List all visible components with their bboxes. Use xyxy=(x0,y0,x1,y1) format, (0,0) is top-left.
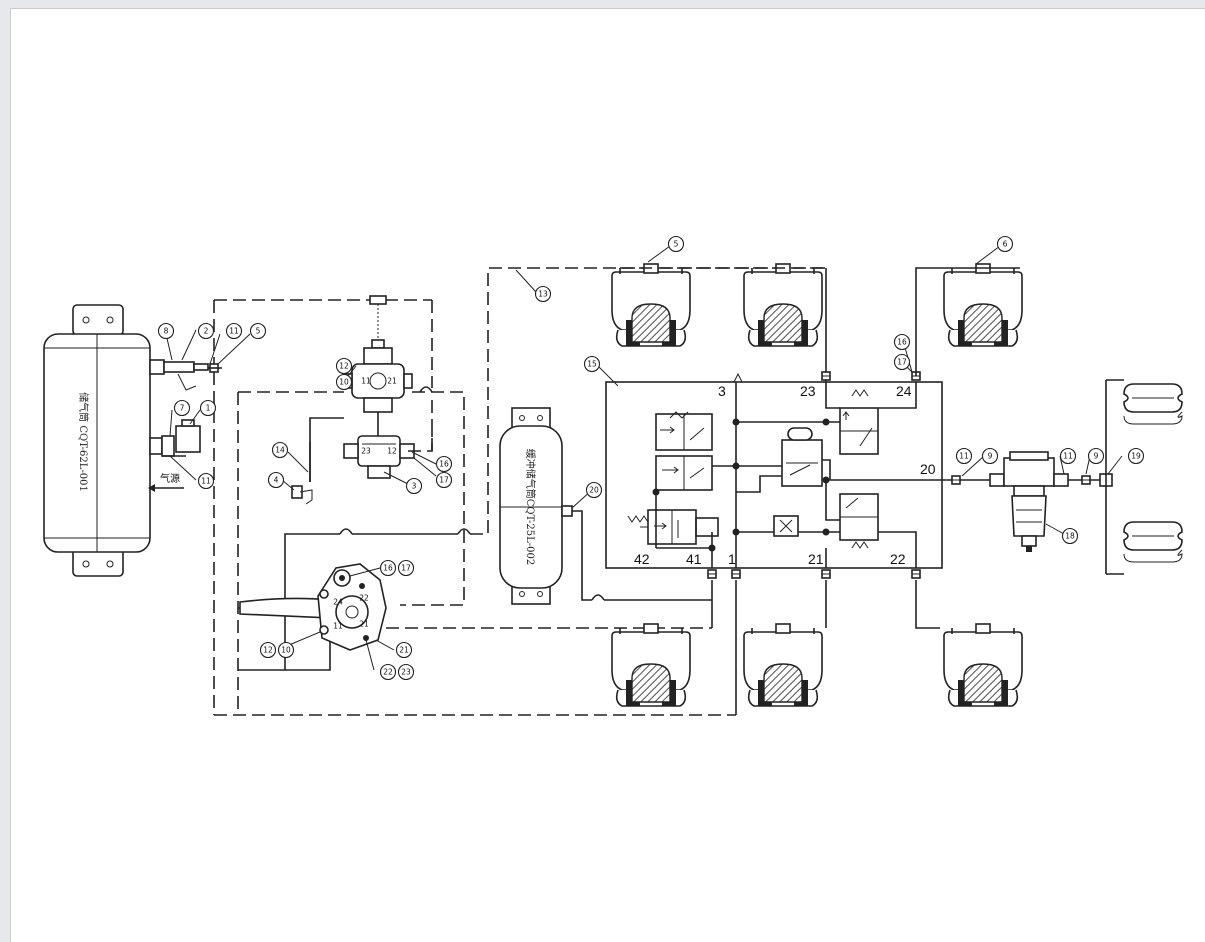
main-valve-block xyxy=(605,372,943,569)
callout-5-left: 5 xyxy=(256,327,261,336)
callout-17-lever: 17 xyxy=(401,564,411,573)
air-spring-bottom-2 xyxy=(743,623,823,707)
valve-port-21: 21 xyxy=(387,377,397,386)
callout-20-tank: 20 xyxy=(589,486,599,495)
callout-10-b: 10 xyxy=(281,646,291,655)
callout-11-b: 11 xyxy=(201,477,211,486)
callout-5-top: 5 xyxy=(674,240,679,249)
callout-16-lever: 16 xyxy=(383,564,393,573)
callout-13: 13 xyxy=(538,290,548,299)
callout-7: 7 xyxy=(180,404,185,413)
callout-9-right2: 9 xyxy=(1094,452,1099,461)
block-port-3: 3 xyxy=(718,383,726,399)
valve-port-12: 12 xyxy=(387,447,397,456)
air-spring-top-3 xyxy=(943,263,1023,347)
block-port-23: 23 xyxy=(800,383,816,399)
callout-21: 21 xyxy=(399,646,409,655)
air-source-label: 气源 xyxy=(160,472,180,485)
block-port-41: 41 xyxy=(686,551,702,567)
callout-19: 19 xyxy=(1131,452,1141,461)
callout-16-top: 16 xyxy=(897,338,907,347)
bellow-lower xyxy=(1123,521,1183,563)
callout-6: 6 xyxy=(1003,240,1008,249)
callout-11-right: 11 xyxy=(959,452,969,461)
buffer-tank-label: 缓冲储气筒CQT-25L-002 xyxy=(524,449,537,565)
block-port-42: 42 xyxy=(634,551,650,567)
air-spring-top-1 xyxy=(611,263,691,347)
callout-12-b: 12 xyxy=(263,646,273,655)
lever-port-24: 24 xyxy=(333,598,343,607)
lever-port-11: 11 xyxy=(333,622,343,631)
air-spring-top-2 xyxy=(743,263,823,347)
callout-1: 1 xyxy=(206,404,211,413)
callout-16-mid: 16 xyxy=(439,460,449,469)
callout-3: 3 xyxy=(412,482,417,491)
callout-2: 2 xyxy=(204,327,209,336)
callout-22: 22 xyxy=(383,668,393,677)
tank-fittings xyxy=(149,359,209,457)
callout-bubbles: 5 6 13 15 16 17 8 2 11 5 7 1 11 12 10 14… xyxy=(157,235,1145,681)
pressure-regulator-filter xyxy=(989,451,1069,552)
lever-port-22: 22 xyxy=(359,594,369,603)
main-air-tank: 储气筒 CQT-62L-001 xyxy=(43,304,151,577)
air-spring-bottom-3 xyxy=(943,623,1023,707)
block-port-21: 21 xyxy=(808,551,824,567)
air-source-arrow xyxy=(148,484,184,492)
callout-4: 4 xyxy=(274,476,279,485)
callout-23: 23 xyxy=(401,668,411,677)
callout-9-right: 9 xyxy=(988,452,993,461)
callout-10-a: 10 xyxy=(339,378,349,387)
block-fittings xyxy=(707,371,921,579)
height-rod-linkage xyxy=(291,417,344,505)
callout-14: 14 xyxy=(275,446,285,455)
block-port-1: 1 xyxy=(728,551,736,567)
buffer-air-tank: 缓冲储气筒CQT-25L-002 xyxy=(499,407,712,605)
upper-control-valve xyxy=(343,295,415,479)
block-port-22: 22 xyxy=(890,551,906,567)
callout-12-a: 12 xyxy=(339,362,349,371)
callout-8: 8 xyxy=(164,327,169,336)
bellow-upper xyxy=(1123,383,1183,425)
block-port-20: 20 xyxy=(920,461,936,477)
callout-11-right2: 11 xyxy=(1063,452,1073,461)
valve-port-23: 23 xyxy=(361,447,371,456)
callout-17-mid: 17 xyxy=(439,476,449,485)
callout-18: 18 xyxy=(1065,532,1075,541)
callout-15: 15 xyxy=(587,360,597,369)
block-port-24: 24 xyxy=(896,383,912,399)
lever-port-21: 21 xyxy=(359,620,369,629)
air-spring-bottom-1 xyxy=(611,623,691,707)
callout-17-top: 17 xyxy=(897,358,907,367)
callout-11-a: 11 xyxy=(229,327,239,336)
main-tank-label: 储气筒 CQT-62L-001 xyxy=(77,392,90,492)
valve-port-11: 11 xyxy=(361,377,371,386)
leveling-valve xyxy=(238,563,387,671)
